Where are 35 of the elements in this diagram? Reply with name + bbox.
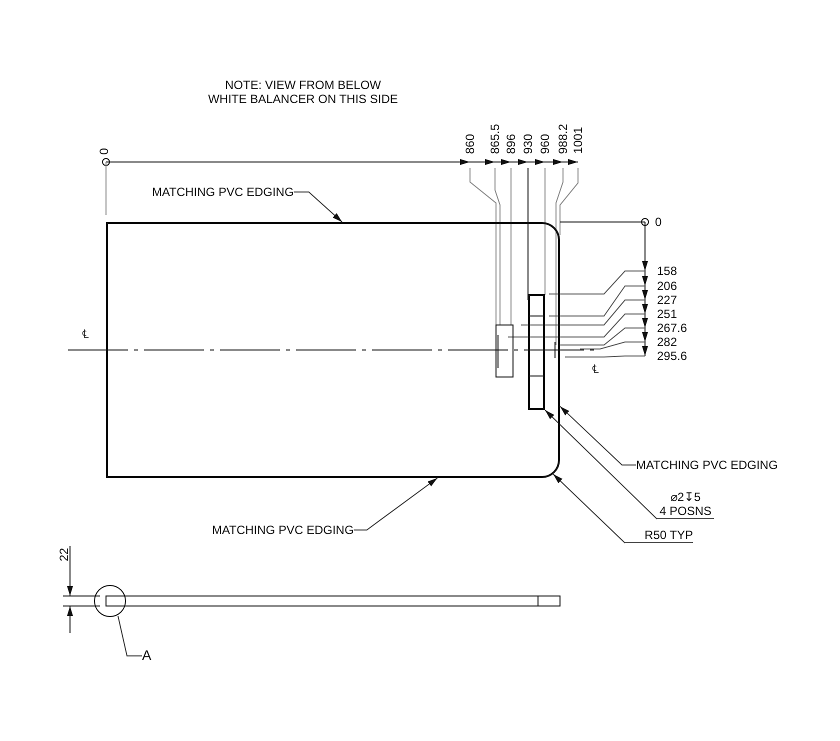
centre-line-symbol: ℄: [592, 362, 599, 376]
leader-line: [293, 192, 343, 222]
dimension-value: 295.6: [657, 349, 688, 363]
callout-text: A: [142, 646, 152, 664]
centre-line-symbol: ℄: [82, 327, 89, 341]
dimension-value: 158: [657, 264, 678, 278]
callout-text: ⌀2↧5 4 POSNS: [657, 490, 714, 519]
note-text: NOTE: VIEW FROM BELOW WHITE BALANCER ON THIS SIDE: [207, 78, 399, 106]
dimension-value: 267.6: [657, 321, 688, 335]
leader-line: [118, 616, 142, 656]
callout-text: MATCHING PVC EDGING: [152, 185, 294, 199]
panel-outline: [106, 222, 560, 478]
callout-text: R50 TYP: [625, 528, 693, 543]
callout-text: MATCHING PVC EDGING: [212, 523, 354, 537]
dimension-value: 282: [657, 335, 678, 349]
leader-line: [552, 474, 626, 544]
callout-text: MATCHING PVC EDGING: [636, 458, 778, 472]
leader-line: [353, 478, 438, 530]
dimension-value: 206: [657, 279, 678, 293]
circle-detail-circle: [94, 585, 126, 617]
dimension-value: 251: [657, 307, 678, 321]
dimension-value: 930: [521, 134, 535, 154]
dimension-value: 22: [57, 548, 71, 561]
leader-line: [560, 406, 636, 466]
dimension-value: 0: [97, 148, 111, 155]
dimension-value: 896: [504, 134, 518, 154]
dimension-value: 865.5: [488, 124, 502, 154]
dimension-value: 1001: [571, 127, 585, 154]
dimension-value: 227: [657, 293, 678, 307]
dimension-value: 988.2: [556, 124, 570, 154]
dimension-value: 960: [538, 134, 552, 154]
dimension-value: 860: [463, 134, 477, 154]
leader-line: [544, 410, 658, 520]
dimension-value: 0: [655, 215, 662, 229]
hole-outline: [528, 294, 545, 410]
